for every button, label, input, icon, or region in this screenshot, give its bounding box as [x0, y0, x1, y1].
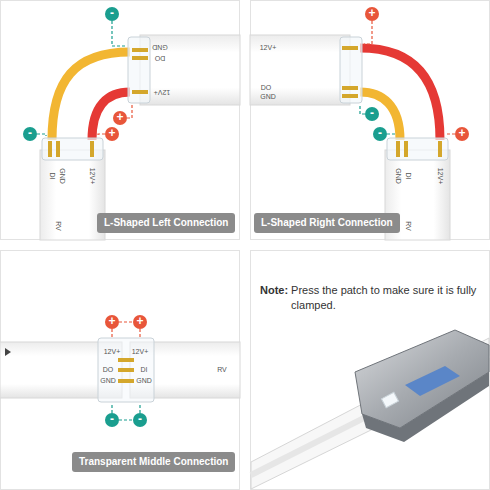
polarity-badge: + — [455, 127, 469, 141]
polarity-sign: + — [458, 126, 465, 140]
leader-lines — [37, 21, 132, 136]
polarity-sign: - — [110, 412, 114, 426]
led-strip — [250, 35, 450, 240]
pin-label: DO — [103, 366, 114, 374]
connector-clip — [340, 37, 448, 160]
pin-label: DI — [141, 366, 148, 374]
connector-clip — [42, 37, 150, 160]
leader-lines — [112, 322, 140, 420]
pin-label: 12V+ — [260, 44, 277, 52]
pin-label: DI — [404, 173, 412, 180]
polarity-sign: - — [378, 126, 382, 140]
polarity-sign: + — [368, 6, 375, 20]
pin-label: GND — [136, 377, 152, 385]
pin-label: RV — [404, 221, 412, 231]
polarity-badge: + — [105, 127, 119, 141]
panel-frame — [251, 1, 490, 240]
pin-label: DO — [261, 84, 272, 92]
caption-text: L-Shaped Right Connection — [261, 217, 393, 228]
caption-tag: L-Shaped Right Connection — [254, 213, 400, 233]
polarity-badge: - — [105, 7, 119, 21]
polarity-badge: + — [113, 111, 127, 125]
wire-yellow — [360, 92, 400, 140]
led-strip — [40, 35, 240, 240]
polarity-badge: + — [365, 7, 379, 21]
wire-yellow — [52, 52, 130, 140]
connector-clip — [98, 338, 154, 402]
polarity-badge: - — [23, 127, 37, 141]
pin-label: RV — [217, 366, 227, 374]
panel-frame — [1, 251, 240, 490]
note-panel: Note:Press the patch to make sure it is … — [260, 283, 482, 313]
pin-label: GND — [260, 93, 276, 101]
note-heading: Note: — [260, 283, 288, 313]
pin-label: GND — [58, 168, 66, 184]
press-illustration — [251, 330, 489, 489]
pin-label: 12V+ — [104, 348, 121, 356]
pin-label: DO — [155, 54, 166, 62]
polarity-badge: - — [133, 413, 147, 427]
leader-lines — [360, 21, 455, 136]
caption-tag: Transparent Middle Connection — [72, 452, 235, 472]
polarity-badge: + — [105, 315, 119, 329]
wire-red — [360, 48, 440, 140]
pin-label: 12V+ — [154, 88, 171, 96]
polarity-badge: - — [365, 107, 379, 121]
caption-tag: L-Shaped Left Connection — [97, 213, 235, 233]
pin-label: 12V+ — [132, 348, 149, 356]
pin-label: 12V+ — [436, 168, 444, 185]
pin-label: GND — [152, 43, 168, 51]
pin-label: DI — [48, 173, 56, 180]
caption-text: Transparent Middle Connection — [79, 456, 228, 467]
polarity-sign: - — [370, 106, 374, 120]
polarity-sign: + — [108, 126, 115, 140]
panel-frame — [251, 251, 490, 490]
panel-frame — [1, 1, 240, 240]
polarity-sign: - — [138, 412, 142, 426]
wire-red — [92, 92, 130, 140]
polarity-badge: - — [105, 413, 119, 427]
polarity-badge: - — [373, 127, 387, 141]
polarity-sign: + — [108, 314, 115, 328]
pin-label: GND — [394, 168, 402, 184]
polarity-sign: + — [116, 110, 123, 124]
note-text: Press the patch to make sure it is fully… — [291, 283, 482, 313]
pin-label: GND — [100, 377, 116, 385]
polarity-sign: + — [136, 314, 143, 328]
polarity-sign: - — [28, 126, 32, 140]
caption-text: L-Shaped Left Connection — [104, 217, 228, 228]
polarity-badge: + — [133, 315, 147, 329]
polarity-sign: - — [110, 6, 114, 20]
pin-label: 12V+ — [88, 168, 96, 185]
pin-label: RV — [54, 221, 62, 231]
